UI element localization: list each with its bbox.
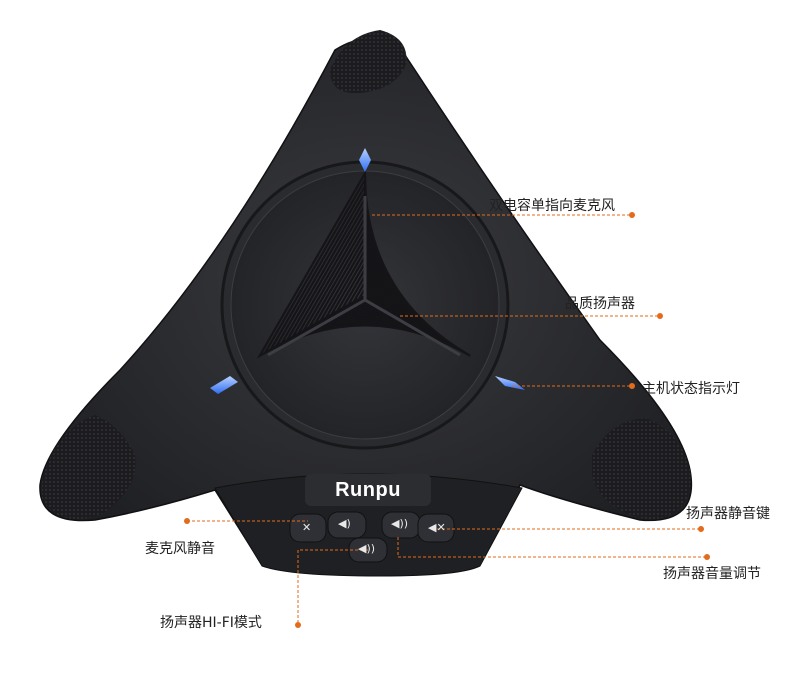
callout-mic: 双电容单指向麦克风 [489, 198, 615, 214]
grill-line [256, 169, 471, 359]
speaker-mute-button[interactable] [417, 513, 455, 543]
callout-speaker-mute: 扬声器静音键 [686, 506, 770, 522]
brand-plate [305, 474, 431, 506]
status-led-left [210, 376, 238, 394]
mic-off-icon: ✕ [302, 521, 312, 534]
top-mic-mesh [330, 30, 407, 94]
status-led-top [359, 148, 371, 172]
callout-status: 主机状态指示灯 [642, 381, 740, 397]
speaker-hifi-icon: ◀)) [358, 542, 376, 555]
volume-down-button[interactable] [327, 511, 367, 539]
callout-hifi: 扬声器HI-FI模式 [160, 615, 262, 631]
callout-lines [187, 214, 707, 625]
callout-mic-mute: 麦克风静音 [145, 541, 215, 557]
volume-down-icon: ◀) [338, 517, 351, 530]
brand-logo: Runpu [335, 478, 401, 501]
volume-up-icon: ◀)) [391, 517, 409, 530]
right-mic-mesh [592, 418, 691, 520]
speaker-off-icon: ◀✕ [428, 521, 446, 534]
callout-dots [184, 212, 710, 628]
callout-volume: 扬声器音量调节 [663, 566, 761, 582]
grill-ribs [267, 196, 461, 357]
left-mic-mesh [42, 415, 136, 520]
callout-speaker: 品质扬声器 [565, 296, 635, 312]
